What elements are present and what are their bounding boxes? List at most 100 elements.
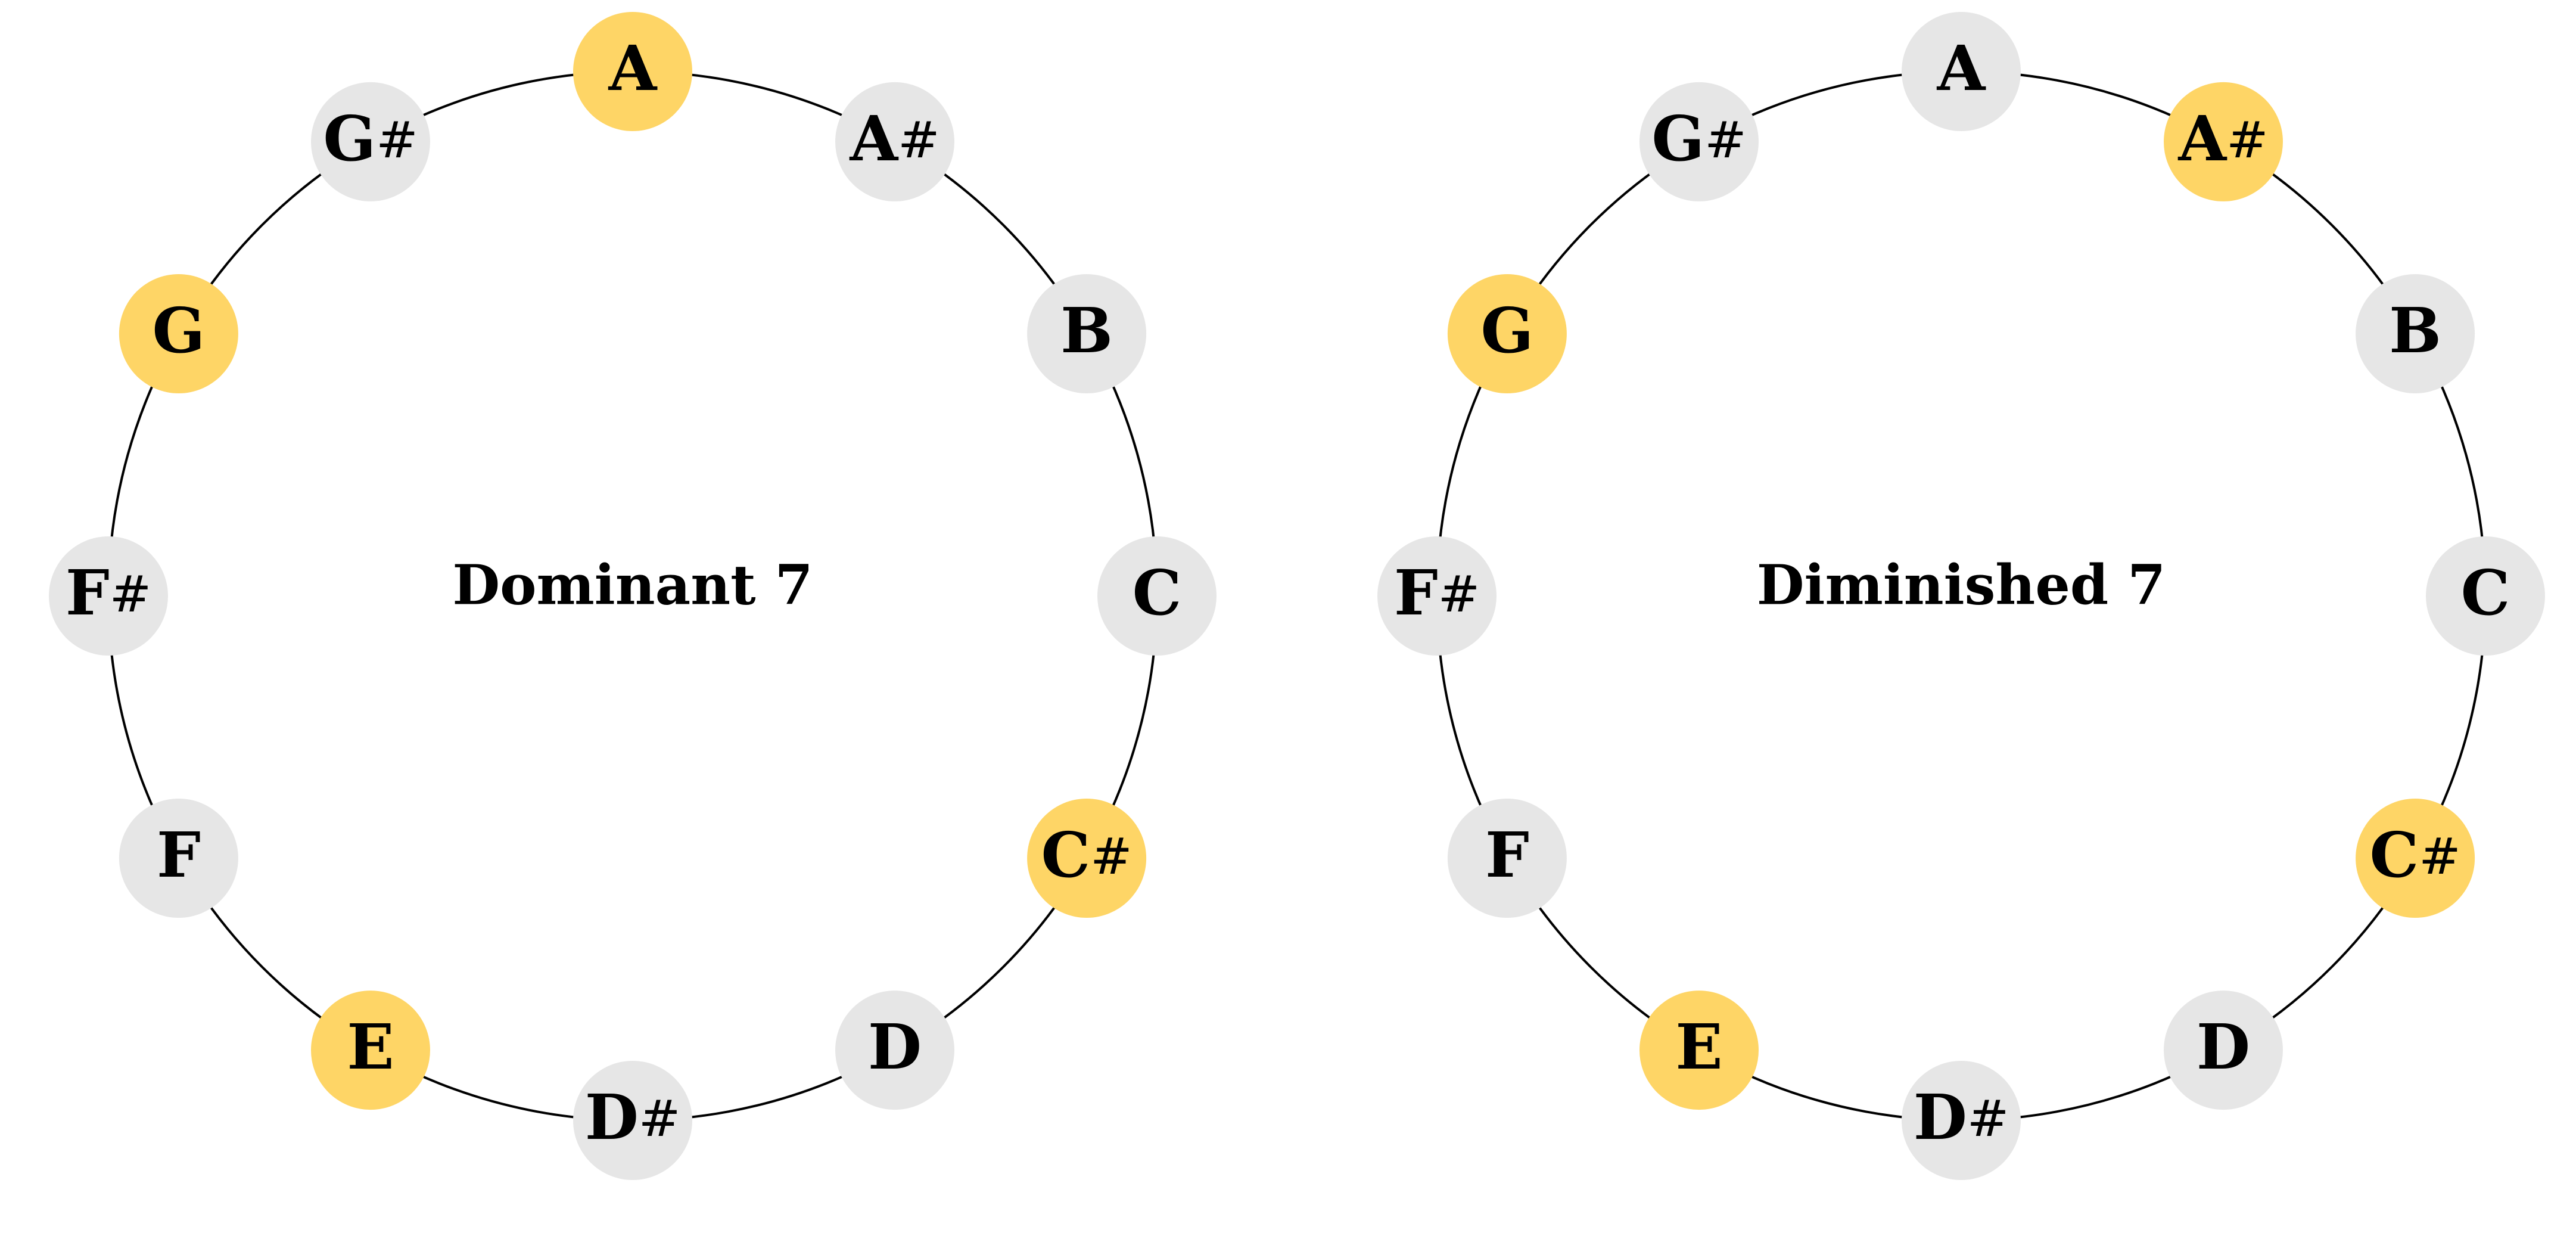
note-letter: C bbox=[2461, 556, 2510, 629]
note-badge bbox=[835, 82, 954, 201]
note-label: A# bbox=[849, 102, 939, 175]
note-label: D# bbox=[585, 1080, 681, 1154]
note-node-e: E bbox=[311, 991, 430, 1110]
note-label: B bbox=[1060, 294, 1113, 367]
note-letter: G bbox=[1651, 102, 1704, 175]
note-label: G bbox=[152, 294, 205, 367]
note-node-d: D bbox=[835, 991, 954, 1110]
note-label: G# bbox=[323, 102, 418, 175]
note-letter: F bbox=[66, 556, 110, 629]
note-letter: A bbox=[1937, 32, 1986, 105]
note-node-f: F bbox=[119, 799, 238, 918]
note-node-e: E bbox=[1639, 991, 1759, 1110]
note-badge bbox=[1447, 799, 1567, 918]
note-label: C bbox=[2461, 556, 2510, 629]
note-node-b: B bbox=[1027, 274, 1147, 393]
note-node-a-sharp: A# bbox=[835, 82, 954, 201]
sharp-sign: # bbox=[2226, 111, 2268, 169]
note-badge bbox=[2356, 274, 2475, 393]
note-badge bbox=[835, 991, 954, 1110]
sharp-sign: # bbox=[1438, 565, 1480, 623]
note-label: F# bbox=[66, 556, 151, 629]
note-badge-highlighted bbox=[2164, 82, 2283, 201]
note-node-f: F bbox=[1447, 799, 1567, 918]
note-letter: C bbox=[2370, 818, 2419, 892]
note-node-c-sharp: C# bbox=[1027, 799, 1147, 918]
note-letter: G bbox=[1480, 294, 1533, 367]
note-letter: G bbox=[323, 102, 376, 175]
note-label: G# bbox=[1651, 102, 1746, 175]
note-letter: F bbox=[1485, 818, 1529, 892]
note-letter: C bbox=[1041, 818, 1091, 892]
note-label: B bbox=[2389, 294, 2441, 367]
sharp-sign: # bbox=[110, 565, 151, 623]
note-label: F bbox=[157, 818, 201, 892]
note-letter: E bbox=[347, 1010, 394, 1083]
wheel-dominant-7: AA#BCC#DD#EFF#GG# Dominant 7 bbox=[49, 12, 1217, 1180]
note-nodes: AA#BCC#DD#EFF#GG# bbox=[49, 12, 1217, 1180]
note-letter: F bbox=[1394, 556, 1438, 629]
chord-title: Dominant 7 bbox=[452, 553, 813, 617]
note-badge-highlighted bbox=[119, 274, 238, 393]
note-letter: A bbox=[608, 32, 658, 105]
note-letter: B bbox=[2389, 294, 2441, 367]
note-letter: A bbox=[2177, 102, 2227, 175]
note-letter: D bbox=[585, 1080, 639, 1154]
note-label: C bbox=[1133, 556, 1182, 629]
note-badge-highlighted bbox=[311, 991, 430, 1110]
note-label: F# bbox=[1394, 556, 1480, 629]
note-badge-highlighted bbox=[573, 12, 692, 131]
note-node-c: C bbox=[1097, 536, 1217, 656]
note-label: A# bbox=[2177, 102, 2268, 175]
sharp-sign: # bbox=[1967, 1089, 2009, 1148]
note-node-a: A bbox=[1902, 12, 2021, 131]
chord-title: Diminished 7 bbox=[1757, 553, 2166, 617]
note-badge-highlighted bbox=[1639, 991, 1759, 1110]
note-letter: D bbox=[2197, 1010, 2250, 1083]
note-label: G bbox=[1480, 294, 1533, 367]
note-label: D bbox=[2197, 1010, 2250, 1083]
note-node-d-sharp: D# bbox=[1902, 1061, 2021, 1180]
note-badge bbox=[1902, 12, 2021, 131]
note-label: D bbox=[868, 1010, 922, 1083]
note-letter: A bbox=[849, 102, 898, 175]
note-node-d-sharp: D# bbox=[573, 1061, 692, 1180]
note-badge bbox=[2164, 991, 2283, 1110]
note-badge bbox=[1902, 1061, 2021, 1180]
note-node-a: A bbox=[573, 12, 692, 131]
note-letter: B bbox=[1060, 294, 1113, 367]
note-node-g-sharp: G# bbox=[1639, 82, 1759, 201]
note-badge-highlighted bbox=[1447, 274, 1567, 393]
note-label: C# bbox=[2370, 818, 2461, 892]
note-badge bbox=[1027, 274, 1147, 393]
note-badge bbox=[119, 799, 238, 918]
note-badge bbox=[1097, 536, 1217, 656]
note-letter: C bbox=[1133, 556, 1182, 629]
note-badge-highlighted bbox=[2356, 799, 2475, 918]
sharp-sign: # bbox=[898, 111, 939, 169]
sharp-sign: # bbox=[1090, 827, 1132, 886]
note-label: F bbox=[1485, 818, 1529, 892]
sharp-sign: # bbox=[376, 111, 418, 169]
note-badge bbox=[573, 1061, 692, 1180]
note-badge bbox=[1377, 536, 1497, 656]
note-node-g: G bbox=[119, 274, 238, 393]
note-label: E bbox=[347, 1010, 394, 1083]
note-node-b: B bbox=[2356, 274, 2475, 393]
note-label: A bbox=[1937, 32, 1986, 105]
wheel-diminished-7: AA#BCC#DD#EFF#GG# Diminished 7 bbox=[1377, 12, 2545, 1180]
note-label: C# bbox=[1041, 818, 1133, 892]
note-badge-highlighted bbox=[1027, 799, 1147, 918]
note-badge bbox=[2426, 536, 2545, 656]
note-label: E bbox=[1675, 1010, 1722, 1083]
note-node-c: C bbox=[2426, 536, 2545, 656]
note-node-g-sharp: G# bbox=[311, 82, 430, 201]
note-node-f-sharp: F# bbox=[49, 536, 168, 656]
note-node-d: D bbox=[2164, 991, 2283, 1110]
note-node-a-sharp: A# bbox=[2164, 82, 2283, 201]
sharp-sign: # bbox=[2419, 827, 2460, 886]
note-letter: E bbox=[1675, 1010, 1722, 1083]
note-label: D# bbox=[1914, 1080, 2009, 1154]
